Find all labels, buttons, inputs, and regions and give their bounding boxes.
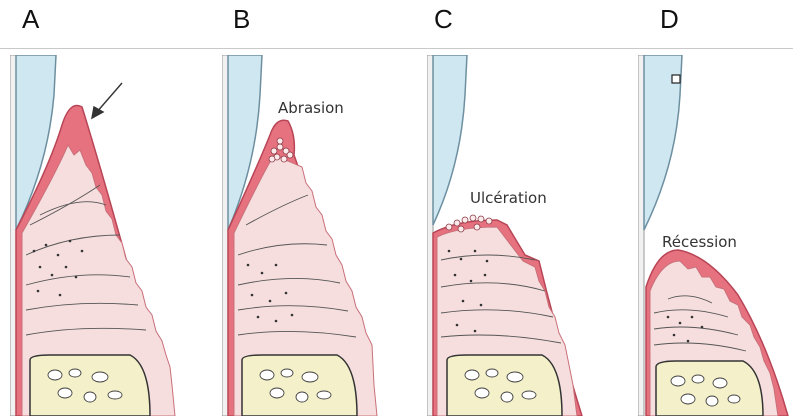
- panel-letter-a: A: [22, 4, 39, 35]
- gingiva-diagram-a: [10, 55, 200, 416]
- alveolar-bone: [242, 355, 357, 416]
- label-ulceration: Ulcération: [470, 189, 547, 207]
- gingiva-diagram-c: [427, 55, 612, 416]
- panel-letter-b: B: [233, 4, 250, 35]
- root-surface: [427, 55, 433, 416]
- panel-d: Récession: [638, 55, 793, 416]
- panel-c: Ulcération: [427, 55, 612, 416]
- alveolar-bone: [656, 361, 763, 416]
- selection-square: [672, 75, 680, 83]
- header-divider: [0, 48, 793, 49]
- label-recession: Récession: [662, 233, 737, 251]
- alveolar-bone: [30, 355, 150, 416]
- root-surface: [222, 55, 228, 416]
- arrow-icon: [92, 83, 122, 118]
- panel-b: Abrasion: [222, 55, 407, 416]
- panel-letter-c: C: [434, 4, 453, 35]
- root-surface: [10, 55, 16, 416]
- enamel-crown: [433, 55, 467, 225]
- panel-letter-d: D: [660, 4, 679, 35]
- alveolar-bone: [447, 355, 562, 416]
- panel-a: [10, 55, 200, 416]
- label-abrasion: Abrasion: [278, 99, 344, 117]
- root-surface: [638, 55, 644, 416]
